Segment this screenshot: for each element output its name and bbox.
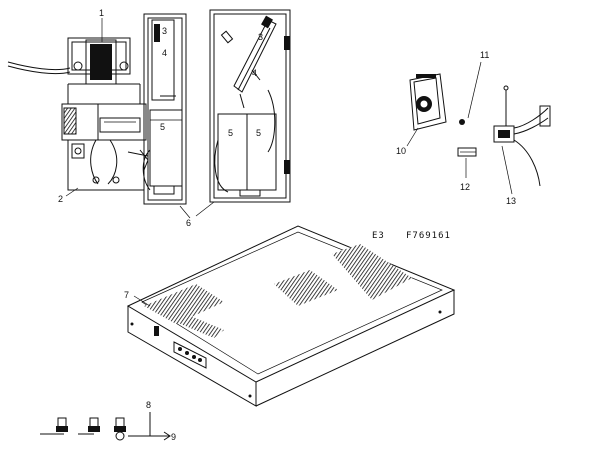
callout-4-right: 4 [252,68,257,78]
capacitor-panel-right [209,9,291,203]
drawing-code-right: F769161 [406,231,451,241]
transformer-bracket-assembly [7,37,149,191]
capacitor-panel-left [142,13,187,205]
caster-hardware [40,412,171,441]
callout-3-right: 3 [258,32,263,42]
callout-3-left: 3 [162,26,167,36]
callout-11: 11 [480,50,489,60]
callout-5-right-b: 5 [256,128,261,138]
callout-7: 7 [124,290,129,300]
heater-cabinet [126,225,456,407]
callout-13: 13 [506,196,516,206]
callout-9: 9 [171,432,176,442]
callout-numbers: 1 2 3 4 5 3 4 5 5 6 7 8 9 10 11 12 13 [58,8,516,442]
leader-lines [65,18,513,307]
callout-4-left: 4 [162,48,167,58]
indicator-lamp [459,119,465,125]
callout-2: 2 [58,194,63,204]
callout-6: 6 [186,218,191,228]
transformer-core [90,44,112,80]
callout-5-right-a: 5 [228,128,233,138]
switch-lamp-assembly [409,73,551,187]
callout-12: 12 [460,182,470,192]
drawing-code-left: E3 [372,231,385,241]
callout-1: 1 [99,8,104,18]
callout-8: 8 [146,400,151,410]
callout-10: 10 [396,146,406,156]
drawing-code: E3 F769161 [372,231,451,241]
callout-5-left: 5 [160,122,165,132]
